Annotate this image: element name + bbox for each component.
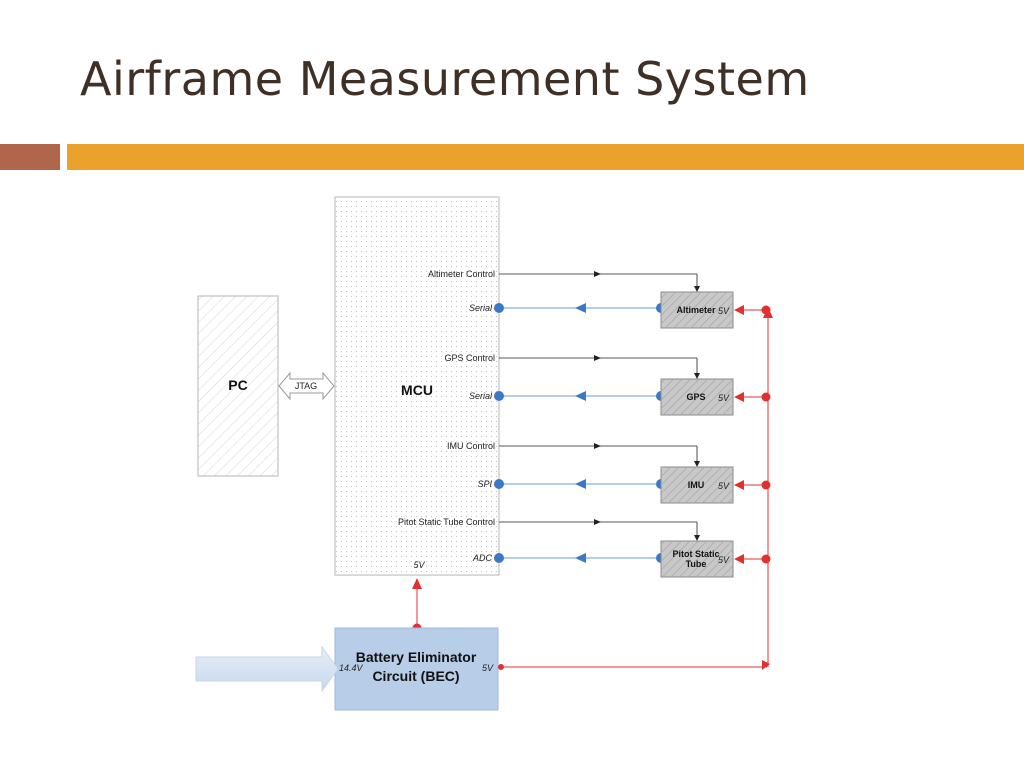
module-power-arrow xyxy=(734,305,744,315)
battery-input-arrow xyxy=(195,645,339,693)
module-label: IMU xyxy=(688,480,705,490)
control-arrow xyxy=(594,355,601,361)
pc-label: PC xyxy=(228,377,247,393)
control-arrow xyxy=(594,519,601,525)
module-power-label: 5V xyxy=(718,306,730,316)
control-drop-arrow xyxy=(694,373,700,379)
mcu-power-label: 5V xyxy=(413,560,425,570)
module-power-dot xyxy=(761,554,771,564)
module-power-arrow xyxy=(734,480,744,490)
module-label: Tube xyxy=(686,559,707,569)
control-label: Altimeter Control xyxy=(428,269,495,279)
control-label: GPS Control xyxy=(444,353,495,363)
module-label: GPS xyxy=(686,392,705,402)
module-power-arrow xyxy=(734,392,744,402)
module-power-arrow xyxy=(734,554,744,564)
module-hatch xyxy=(661,467,733,503)
module-hatch xyxy=(661,379,733,415)
module-power-label: 5V xyxy=(718,555,730,565)
bec-block: Battery Eliminator Circuit (BEC) 14.4V 5… xyxy=(334,627,499,711)
signal-label: ADC xyxy=(472,553,493,563)
module-power-label: 5V xyxy=(718,481,730,491)
signal-dot-mcu xyxy=(494,479,504,489)
jtag-link: JTAG xyxy=(278,371,335,401)
signal-arrow xyxy=(575,479,586,489)
power-bus xyxy=(498,307,773,670)
bec-output-label: 5V xyxy=(482,663,494,673)
signal-dot-mcu xyxy=(494,303,504,313)
mcu-power-link xyxy=(412,578,422,633)
mcu-label: MCU xyxy=(401,382,433,398)
signal-arrow xyxy=(575,303,586,313)
module-label: Pitot Static xyxy=(672,549,719,559)
jtag-label: JTAG xyxy=(295,381,317,391)
control-label: Pitot Static Tube Control xyxy=(398,517,495,527)
signal-label: Serial xyxy=(469,391,493,401)
bec-label-line2: Circuit (BEC) xyxy=(372,668,459,684)
control-label: IMU Control xyxy=(447,441,495,451)
title-accent-bar-left xyxy=(0,144,60,170)
module-power-dot xyxy=(761,392,771,402)
module-hatch xyxy=(661,541,733,577)
signal-label: SPI xyxy=(477,479,492,489)
control-drop-arrow xyxy=(694,535,700,541)
module-power-label: 5V xyxy=(718,393,730,403)
slide-title: Airframe Measurement System xyxy=(80,52,810,106)
control-drop-arrow xyxy=(694,286,700,292)
pc-block: PC xyxy=(197,295,279,477)
signal-arrow xyxy=(575,553,586,563)
module-hatch xyxy=(661,292,733,328)
control-arrow xyxy=(594,443,601,449)
signal-dot-mcu xyxy=(494,391,504,401)
bec-input-label: 14.4V xyxy=(339,663,364,673)
module-label: Altimeter xyxy=(676,305,716,315)
control-drop-arrow xyxy=(694,461,700,467)
signal-dot-mcu xyxy=(494,553,504,563)
signal-arrow xyxy=(575,391,586,401)
control-arrow xyxy=(594,271,601,277)
signal-label: Serial xyxy=(469,303,493,313)
title-accent-bar-right xyxy=(67,144,1024,170)
mcu-block: MCU 5V xyxy=(334,196,500,576)
module-power-dot xyxy=(761,480,771,490)
bec-label-line1: Battery Eliminator xyxy=(356,649,477,665)
